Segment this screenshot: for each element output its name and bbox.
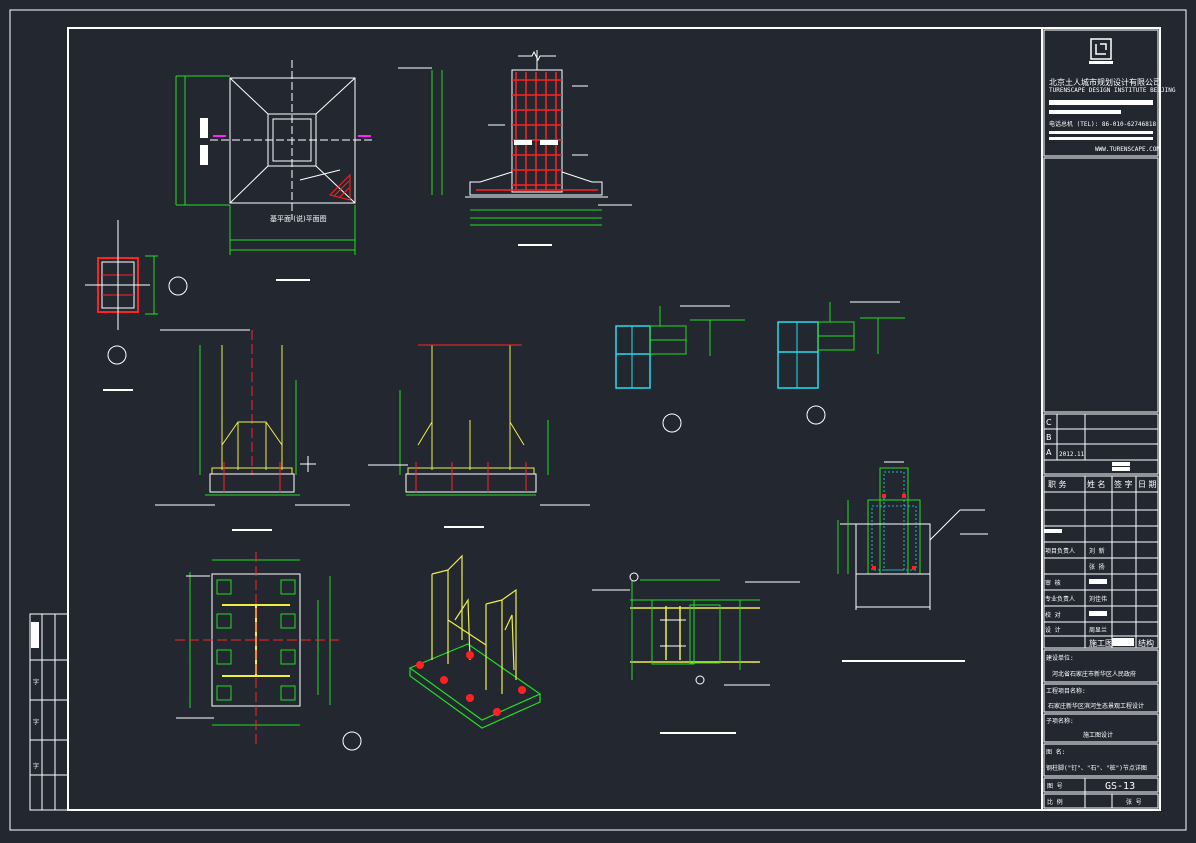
sign-header-role: 职 务 bbox=[1048, 479, 1067, 489]
column-cross-section bbox=[85, 220, 188, 391]
base-plan-view: 基平面 (说)平面图 bbox=[175, 60, 375, 281]
anchor-plate-plan bbox=[175, 552, 362, 751]
title-block: 北京土人城市规划设计有限公司 TURENSCAPE DESIGN INSTITU… bbox=[1041, 28, 1176, 810]
drawing-name-label: 图 名: bbox=[1046, 748, 1065, 756]
inner-border bbox=[67, 27, 1161, 811]
drawing-no-label: 图 号 bbox=[1047, 783, 1063, 790]
beam-connection-detail-1 bbox=[615, 305, 745, 433]
strip-text-1: 字 bbox=[33, 678, 39, 686]
sign-header-name: 姓 名 bbox=[1087, 479, 1106, 489]
strip-text-2: 字 bbox=[33, 718, 39, 726]
name-6: 周显兰 bbox=[1089, 626, 1107, 634]
company-tel: 电话总机 (TEL): 86-010-62746818 bbox=[1049, 120, 1156, 128]
column-base-elevation-1 bbox=[155, 329, 350, 531]
sign-header-sign: 签 字 bbox=[1114, 479, 1133, 489]
role-6: 设 计 bbox=[1045, 626, 1061, 634]
role-3: 审 核 bbox=[1045, 579, 1061, 587]
plan-view-label: 基平面 (说)平面图 bbox=[270, 214, 327, 223]
name-4: 刘佳伟 bbox=[1089, 595, 1107, 603]
binding-strip: 字 字 字 bbox=[29, 613, 69, 811]
company-website: WWW.TURENSCAPE.COM bbox=[1095, 146, 1160, 153]
beam-connection-detail-2 bbox=[777, 301, 905, 425]
client-label: 建设单位: bbox=[1046, 654, 1074, 662]
role-4: 专业负责人 bbox=[1045, 595, 1075, 603]
revision-b: B bbox=[1046, 433, 1052, 442]
sheet-label: 张 号 bbox=[1126, 798, 1142, 806]
project-label: 工程项目名称: bbox=[1046, 687, 1086, 695]
drawing-number: GS-13 bbox=[1105, 781, 1135, 792]
strip-text-3: 字 bbox=[33, 762, 39, 770]
name-1: 刘 新 bbox=[1089, 547, 1105, 555]
project-name: 石家庄新华区滨河生态景观工程设计 bbox=[1048, 702, 1144, 710]
name-2: 张 扬 bbox=[1089, 563, 1105, 571]
encased-column-section bbox=[837, 461, 988, 662]
revision-c: C bbox=[1046, 418, 1052, 427]
company-name-en: TURENSCAPE DESIGN INSTITUTE BEIJING bbox=[1049, 87, 1176, 94]
company-name-cn: 北京土人城市规划设计有限公司 bbox=[1049, 77, 1161, 87]
sign-header-date: 日 期 bbox=[1138, 480, 1157, 489]
role-5: 校 对 bbox=[1045, 611, 1061, 619]
client-name: 河北省石家庄市新华区人民政府 bbox=[1052, 670, 1136, 678]
stage-label: 施工图 bbox=[1089, 638, 1113, 648]
column-base-isometric bbox=[408, 554, 542, 729]
beam-column-joint bbox=[592, 572, 800, 734]
drawing-name: 钢柱脚("钉"、"石"、"桩")节点详图 bbox=[1046, 764, 1147, 772]
revision-a: A bbox=[1046, 448, 1052, 457]
subproject-label: 子项名称: bbox=[1046, 717, 1074, 725]
scale-label: 比 例 bbox=[1047, 798, 1063, 806]
revision-a-date: 2012.11 bbox=[1059, 451, 1085, 458]
discipline-label: 结构 bbox=[1138, 638, 1154, 648]
pedestal-section bbox=[398, 50, 632, 246]
subproject-name: 施工图设计 bbox=[1083, 731, 1113, 739]
outer-border bbox=[9, 9, 1187, 831]
role-1: 项目负责人 bbox=[1045, 547, 1075, 555]
company-logo bbox=[1089, 38, 1113, 64]
column-base-elevation-2 bbox=[368, 344, 590, 528]
